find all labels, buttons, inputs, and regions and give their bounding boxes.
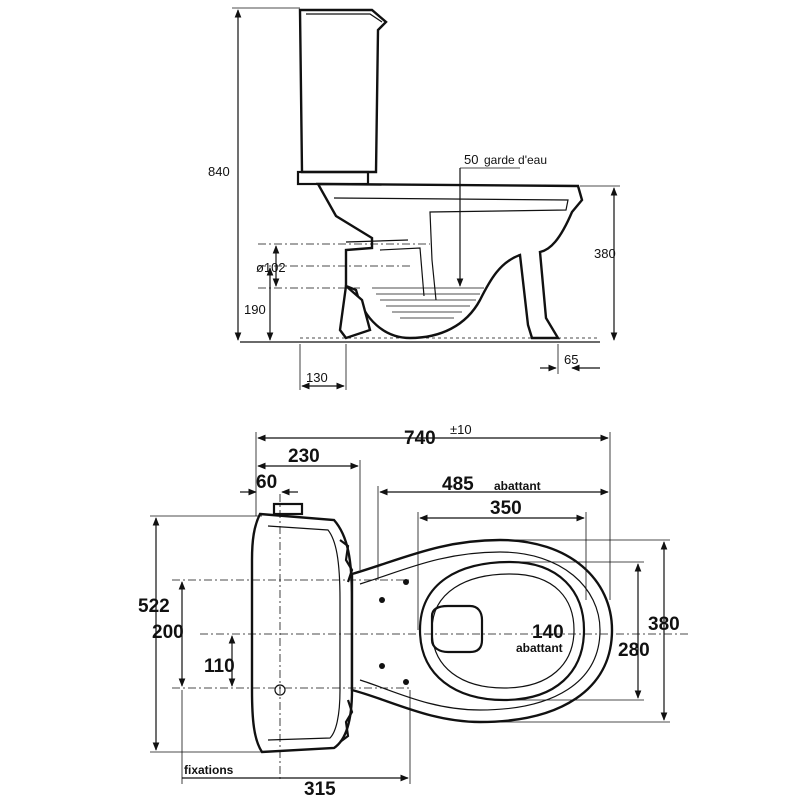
outlet-foot (338, 283, 372, 340)
side-view: 840 50 garde d'eau 380 ø102 190 130 65 (208, 7, 620, 390)
dim-740-tolerance: ±10 (450, 422, 472, 437)
cistern-lid (306, 13, 383, 23)
cistern-plan-scallop-top (339, 539, 354, 583)
trap-top (345, 239, 409, 243)
bowl-inner-plan (431, 573, 575, 689)
dim-280-text: 280 (618, 640, 650, 661)
fixations-label: fixations (184, 763, 234, 777)
dim-140-label: abattant (516, 641, 563, 655)
dim-380p-text: 380 (648, 614, 680, 635)
dim-65-text: 65 (564, 352, 578, 367)
dim-water-seal-text: 50 (464, 152, 478, 167)
inlet-fitting (272, 502, 304, 516)
cistern-plan-inner (267, 525, 341, 741)
dim-485-label: abattant (494, 479, 541, 493)
fixing-hole-bottom (379, 663, 385, 669)
dim-130-text: 130 (306, 370, 328, 385)
seat-hinge-hole-top (403, 579, 409, 585)
dim-190-text: 190 (244, 302, 266, 317)
cistern-plan (250, 512, 354, 754)
dim-230-text: 230 (288, 446, 320, 467)
dim-740-text: 740 (404, 428, 436, 449)
cistern-fixing-hole (274, 684, 286, 696)
cistern-base (296, 170, 370, 186)
cistern (298, 8, 388, 174)
dim-60-text: 60 (256, 472, 277, 493)
trap-inner (379, 247, 425, 297)
dim-diameter-text: ø102 (256, 260, 286, 275)
fixing-hole-top (379, 597, 385, 603)
dim-485-text: 485 (442, 474, 474, 495)
dim-840-text: 840 (208, 164, 230, 179)
water-surface-plan (430, 604, 484, 654)
dim-350-text: 350 (490, 498, 522, 519)
dim-380-text: 380 (594, 246, 616, 261)
dim-water-seal-label: garde d'eau (484, 153, 547, 167)
top-view: 740 ±10 230 60 485 abattant 350 522 200 … (138, 422, 690, 800)
dim-140-text: 140 (532, 622, 564, 643)
dim-522-text: 522 (138, 596, 170, 617)
seat-hinge-hole-bottom (403, 679, 409, 685)
dim-315-text: 315 (304, 779, 336, 800)
bowl-rim (333, 197, 569, 301)
cistern-plan-scallop-bottom (339, 699, 354, 743)
water-fill (372, 287, 484, 319)
bowl-opening-plan (418, 560, 586, 702)
bowl-rim-plan (359, 551, 601, 711)
dim-200-text: 200 (152, 622, 184, 643)
dim-110-text: 110 (204, 656, 235, 677)
